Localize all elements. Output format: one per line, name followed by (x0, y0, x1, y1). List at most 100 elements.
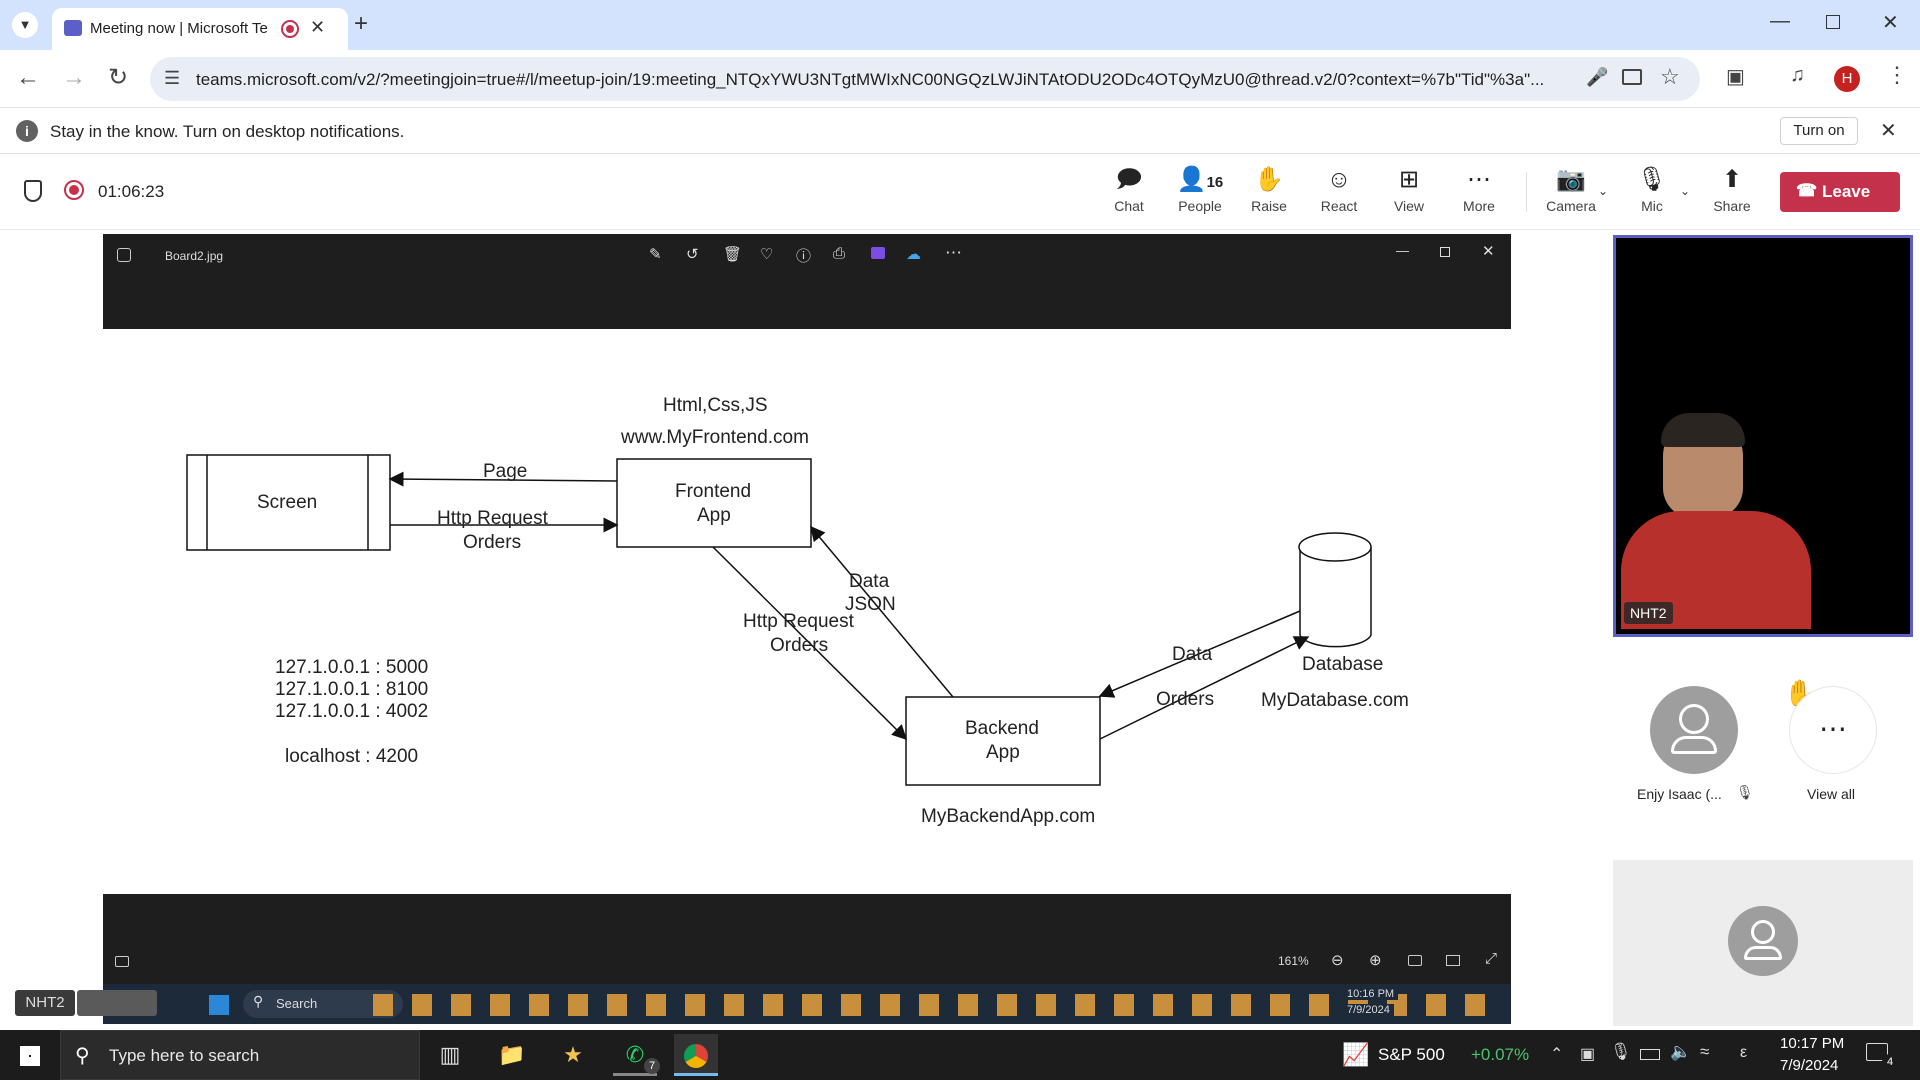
meeting-controls-bar: 01:06:23 🗩 Chat 👤16 People ✋ Raise ☺ Rea… (0, 154, 1920, 230)
windows-start-button[interactable] (8, 1034, 52, 1076)
whiteboard-image: Screen Page Http Request Orders Html,Css… (103, 329, 1511, 894)
browser-tab-teams[interactable]: Meeting now | Microsoft Te ✕ (52, 8, 348, 50)
people-button[interactable]: 👤16 People (1176, 166, 1224, 214)
camera-options-chevron-icon[interactable]: ⌄ (1598, 184, 1609, 198)
dismiss-notification-icon[interactable]: ✕ (1880, 120, 1897, 142)
participant-enjy-name: Enjy Isaac (... (1637, 786, 1722, 802)
task-view-icon[interactable]: ▥ (439, 1042, 461, 1067)
raise-hand-button[interactable]: ✋ Raise (1239, 164, 1299, 224)
chrome-icon[interactable] (674, 1034, 718, 1076)
view-button[interactable]: ⊞ View (1379, 164, 1439, 224)
favorites-star-icon[interactable]: ★ (563, 1042, 583, 1067)
presenter-controls[interactable] (77, 990, 157, 1016)
speaker-name-tag: NHT2 (1624, 602, 1673, 624)
close-tab-icon[interactable]: ✕ (310, 17, 326, 37)
whatsapp-icon[interactable]: ✆ (613, 1034, 657, 1076)
viewer-close-icon[interactable]: ✕ (1482, 243, 1495, 260)
arrow-data-json (810, 525, 954, 698)
rotate-icon[interactable]: ↺ (686, 246, 699, 263)
arrow-orders-db (1099, 636, 1310, 740)
delete-icon[interactable]: 🗑 (723, 246, 743, 263)
tab-list-chevron-icon[interactable]: ▼ (12, 12, 38, 38)
zoom-level: 161% (1278, 954, 1309, 968)
bookmark-star-icon[interactable]: ☆ (1660, 64, 1680, 89)
install-app-icon[interactable] (1622, 69, 1642, 85)
viewer-more-icon[interactable]: ⋯ (945, 243, 962, 262)
backend-box (905, 696, 1101, 786)
notification-center-icon[interactable] (1866, 1043, 1888, 1061)
wifi-icon[interactable]: ≈ (1700, 1042, 1710, 1061)
self-video-tile[interactable] (1613, 860, 1913, 1026)
tray-overflow-icon[interactable]: ⌃ (1550, 1046, 1564, 1063)
shared-screen-taskbar: NHT2 ⚲ Search 10:16 PM 7/9/2024 (15, 984, 1511, 1024)
viewer-maximize-icon[interactable] (1440, 247, 1450, 257)
recording-icon (64, 180, 84, 200)
leave-button[interactable]: ☎ Leave (1780, 172, 1900, 212)
viewer-minimize-icon[interactable]: — (1396, 243, 1409, 258)
windows-start-icon[interactable] (209, 995, 229, 1015)
media-controls-icon[interactable]: ♫ (1790, 64, 1805, 86)
remote-search-icon: ⚲ (253, 993, 264, 1009)
volume-icon[interactable]: 🔈 (1670, 1042, 1692, 1061)
participant-enjy[interactable] (1650, 686, 1738, 774)
file-info-icon[interactable]: ⓘ (796, 248, 812, 265)
filmstrip-icon[interactable] (115, 956, 129, 967)
back-icon[interactable]: ← (16, 64, 40, 91)
muted-mic-icon: 🎙 (1736, 784, 1754, 800)
edit-image-icon[interactable]: ✎ (649, 246, 662, 263)
profile-avatar[interactable]: H (1834, 66, 1860, 92)
screen-box (186, 454, 391, 551)
clipchamp-icon[interactable] (871, 247, 885, 259)
html-css-js-label: Html,Css,JS (663, 395, 768, 416)
react-button[interactable]: ☺ React (1309, 164, 1369, 224)
extensions-icon[interactable]: ▣ (1726, 66, 1745, 88)
zoom-out-icon[interactable]: ⊖ (1331, 952, 1344, 969)
fit-window-icon[interactable] (1408, 955, 1422, 966)
view-all-button[interactable]: ⋯ (1789, 686, 1877, 774)
active-speaker-tile[interactable]: NHT2 (1613, 235, 1913, 637)
print-icon[interactable]: ⎙ (833, 245, 846, 262)
mic-options-chevron-icon[interactable]: ⌄ (1680, 184, 1691, 198)
battery-icon[interactable] (1640, 1049, 1660, 1060)
whatsapp-badge: 7 (644, 1058, 660, 1074)
site-info-icon[interactable]: ☰ (164, 68, 181, 88)
address-bar[interactable]: ☰ teams.microsoft.com/v2/?meetingjoin=tr… (150, 57, 1700, 101)
reload-icon[interactable]: ↻ (108, 64, 129, 91)
mic-button[interactable]: 🎙 Mic (1622, 164, 1682, 224)
camera-button[interactable]: 📷 Camera (1540, 164, 1602, 224)
url-text[interactable]: teams.microsoft.com/v2/?meetingjoin=true… (196, 70, 1545, 89)
language-indicator-icon[interactable]: ε (1740, 1044, 1748, 1061)
clock-time[interactable]: 10:17 PM (1780, 1035, 1845, 1052)
screen-label: Screen (257, 492, 318, 513)
zoom-in-icon[interactable]: ⊕ (1369, 952, 1382, 969)
favorite-heart-icon[interactable]: ♡ (760, 246, 774, 263)
ip-address-1: 127.1.0.0.1 : 5000 (275, 657, 429, 678)
ip-address-2: 127.1.0.0.1 : 8100 (275, 679, 429, 700)
database-label: Database (1302, 654, 1384, 675)
data-label-2: Data (1172, 644, 1213, 665)
fullscreen-icon[interactable]: ⤢ (1485, 950, 1498, 967)
viewer-filename: Board2.jpg (165, 249, 224, 263)
voice-search-icon[interactable]: 🎤 (1586, 67, 1609, 87)
share-button[interactable]: ⬆ Share (1702, 164, 1762, 224)
notification-banner: i Stay in the know. Turn on desktop noti… (0, 108, 1920, 154)
chat-button[interactable]: 🗩 Chat (1099, 164, 1159, 224)
onedrive-icon[interactable]: ☁ (906, 246, 921, 263)
new-tab-icon[interactable]: + (354, 10, 369, 37)
browser-menu-icon[interactable]: ⋮ (1886, 62, 1908, 87)
forward-icon[interactable]: → (62, 64, 86, 91)
orders-label-1: Orders (463, 532, 522, 553)
actual-size-icon[interactable] (1446, 955, 1460, 966)
taskbar-search-box[interactable]: ⚲ Type here to search (60, 1030, 420, 1080)
ip-address-3: 127.1.0.0.1 : 4002 (275, 701, 429, 722)
close-window-icon[interactable]: ✕ (1882, 12, 1899, 34)
clock-date[interactable]: 7/9/2024 (1780, 1057, 1839, 1074)
file-explorer-icon[interactable]: 📁 (498, 1042, 526, 1067)
more-button[interactable]: ⋯ More (1449, 164, 1509, 224)
tray-device-icon[interactable]: ▣ (1580, 1046, 1596, 1063)
tray-mic-icon[interactable]: 🎙 (1610, 1042, 1632, 1061)
hand-icon: ✋ (1254, 166, 1284, 193)
restore-window-icon[interactable] (1826, 15, 1840, 29)
turn-on-button[interactable]: Turn on (1780, 117, 1858, 145)
minimize-window-icon[interactable]: — (1770, 10, 1790, 32)
